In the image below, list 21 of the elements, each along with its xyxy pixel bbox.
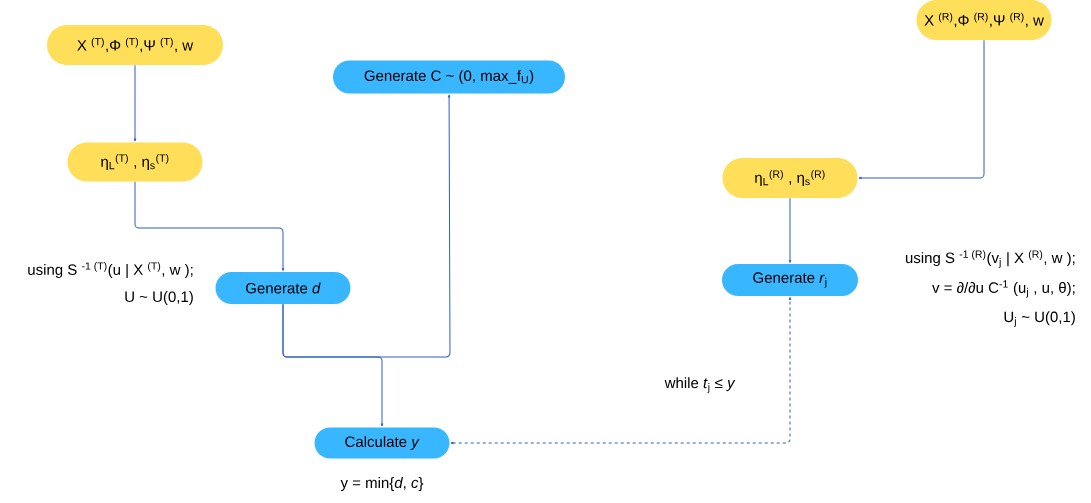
arrow	[788, 197, 792, 264]
formula-text: U$_{j}$ ~ U(0,1)	[1004, 311, 1075, 327]
arrow	[134, 181, 285, 272]
formula-text: using S $^{-1 (R)}$(v$_{j}$ | X $^{(R)}$, w );	[905, 250, 1075, 268]
process-box: η$_{L}$$^{(R)}$ , η$_{s}$(R)	[722, 158, 858, 198]
formula-text: U ~ U(0,1)	[125, 291, 193, 305]
edge-label: while t$_{j}$ ≤ y	[663, 376, 737, 394]
process-box: X $^{(R)}$,Φ $^{(R)}$,Ψ $^{(R)}$, w	[916, 0, 1052, 40]
process-box: X $^{(T)}$,Φ $^{(T)}$,Ψ $^{(T)}$, w	[47, 25, 223, 65]
arrow	[858, 39, 985, 180]
process-box: Generate r$_{j}$	[722, 264, 858, 296]
process-box: Generate C ~ (0, max_f$_{U}$)	[333, 60, 565, 94]
process-box: Calculate y	[314, 427, 450, 459]
formula-text: v = ∂/∂u C$^{-1}$ (u$_{j}$ , u, θ);	[932, 280, 1075, 298]
arrow	[450, 296, 792, 445]
arrow	[282, 94, 451, 358]
formula-text: using S $^{-1 (T)}$(u | X $^{(T)}$, w );	[28, 262, 193, 278]
process-box: Generate d	[215, 272, 351, 304]
arrow	[133, 64, 137, 142]
formula-text: y = min{d, c}	[340, 477, 424, 491]
process-box: η$_{L}$$^{(T)}$ , η$_{s}$(T)	[67, 142, 203, 182]
